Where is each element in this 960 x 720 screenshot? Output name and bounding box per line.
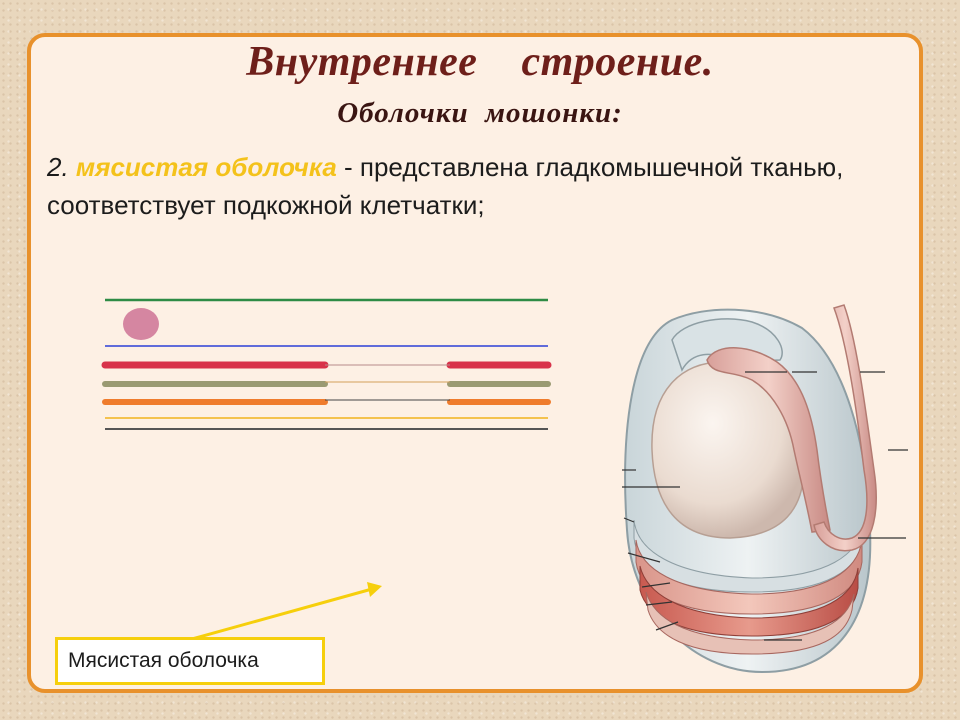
slide-title: Внутреннее строение. [246,39,714,85]
leader-lines [622,371,908,641]
arrow-head-icon [367,582,382,597]
cremaster-band [639,565,859,637]
layer-circle-marker [123,308,159,340]
highlighted-term: мясистая оболочка [75,152,337,182]
description-text: - представлена гладкомышечной тканью, со… [47,152,844,220]
epididymis [706,347,831,533]
arrow-shaft [191,587,373,641]
description-paragraph: 2. мясистая оболочка - представлена глад… [47,148,917,224]
caption-box: Мясистая оболочка [55,637,325,685]
dartos-band [635,539,863,615]
slide-subtitle: Оболочки мошонки: [337,97,623,129]
spermatic-cord [813,304,877,552]
scrotum-layers-illustration [622,304,908,674]
inner-band [645,591,855,655]
item-number: 2. [47,152,69,182]
